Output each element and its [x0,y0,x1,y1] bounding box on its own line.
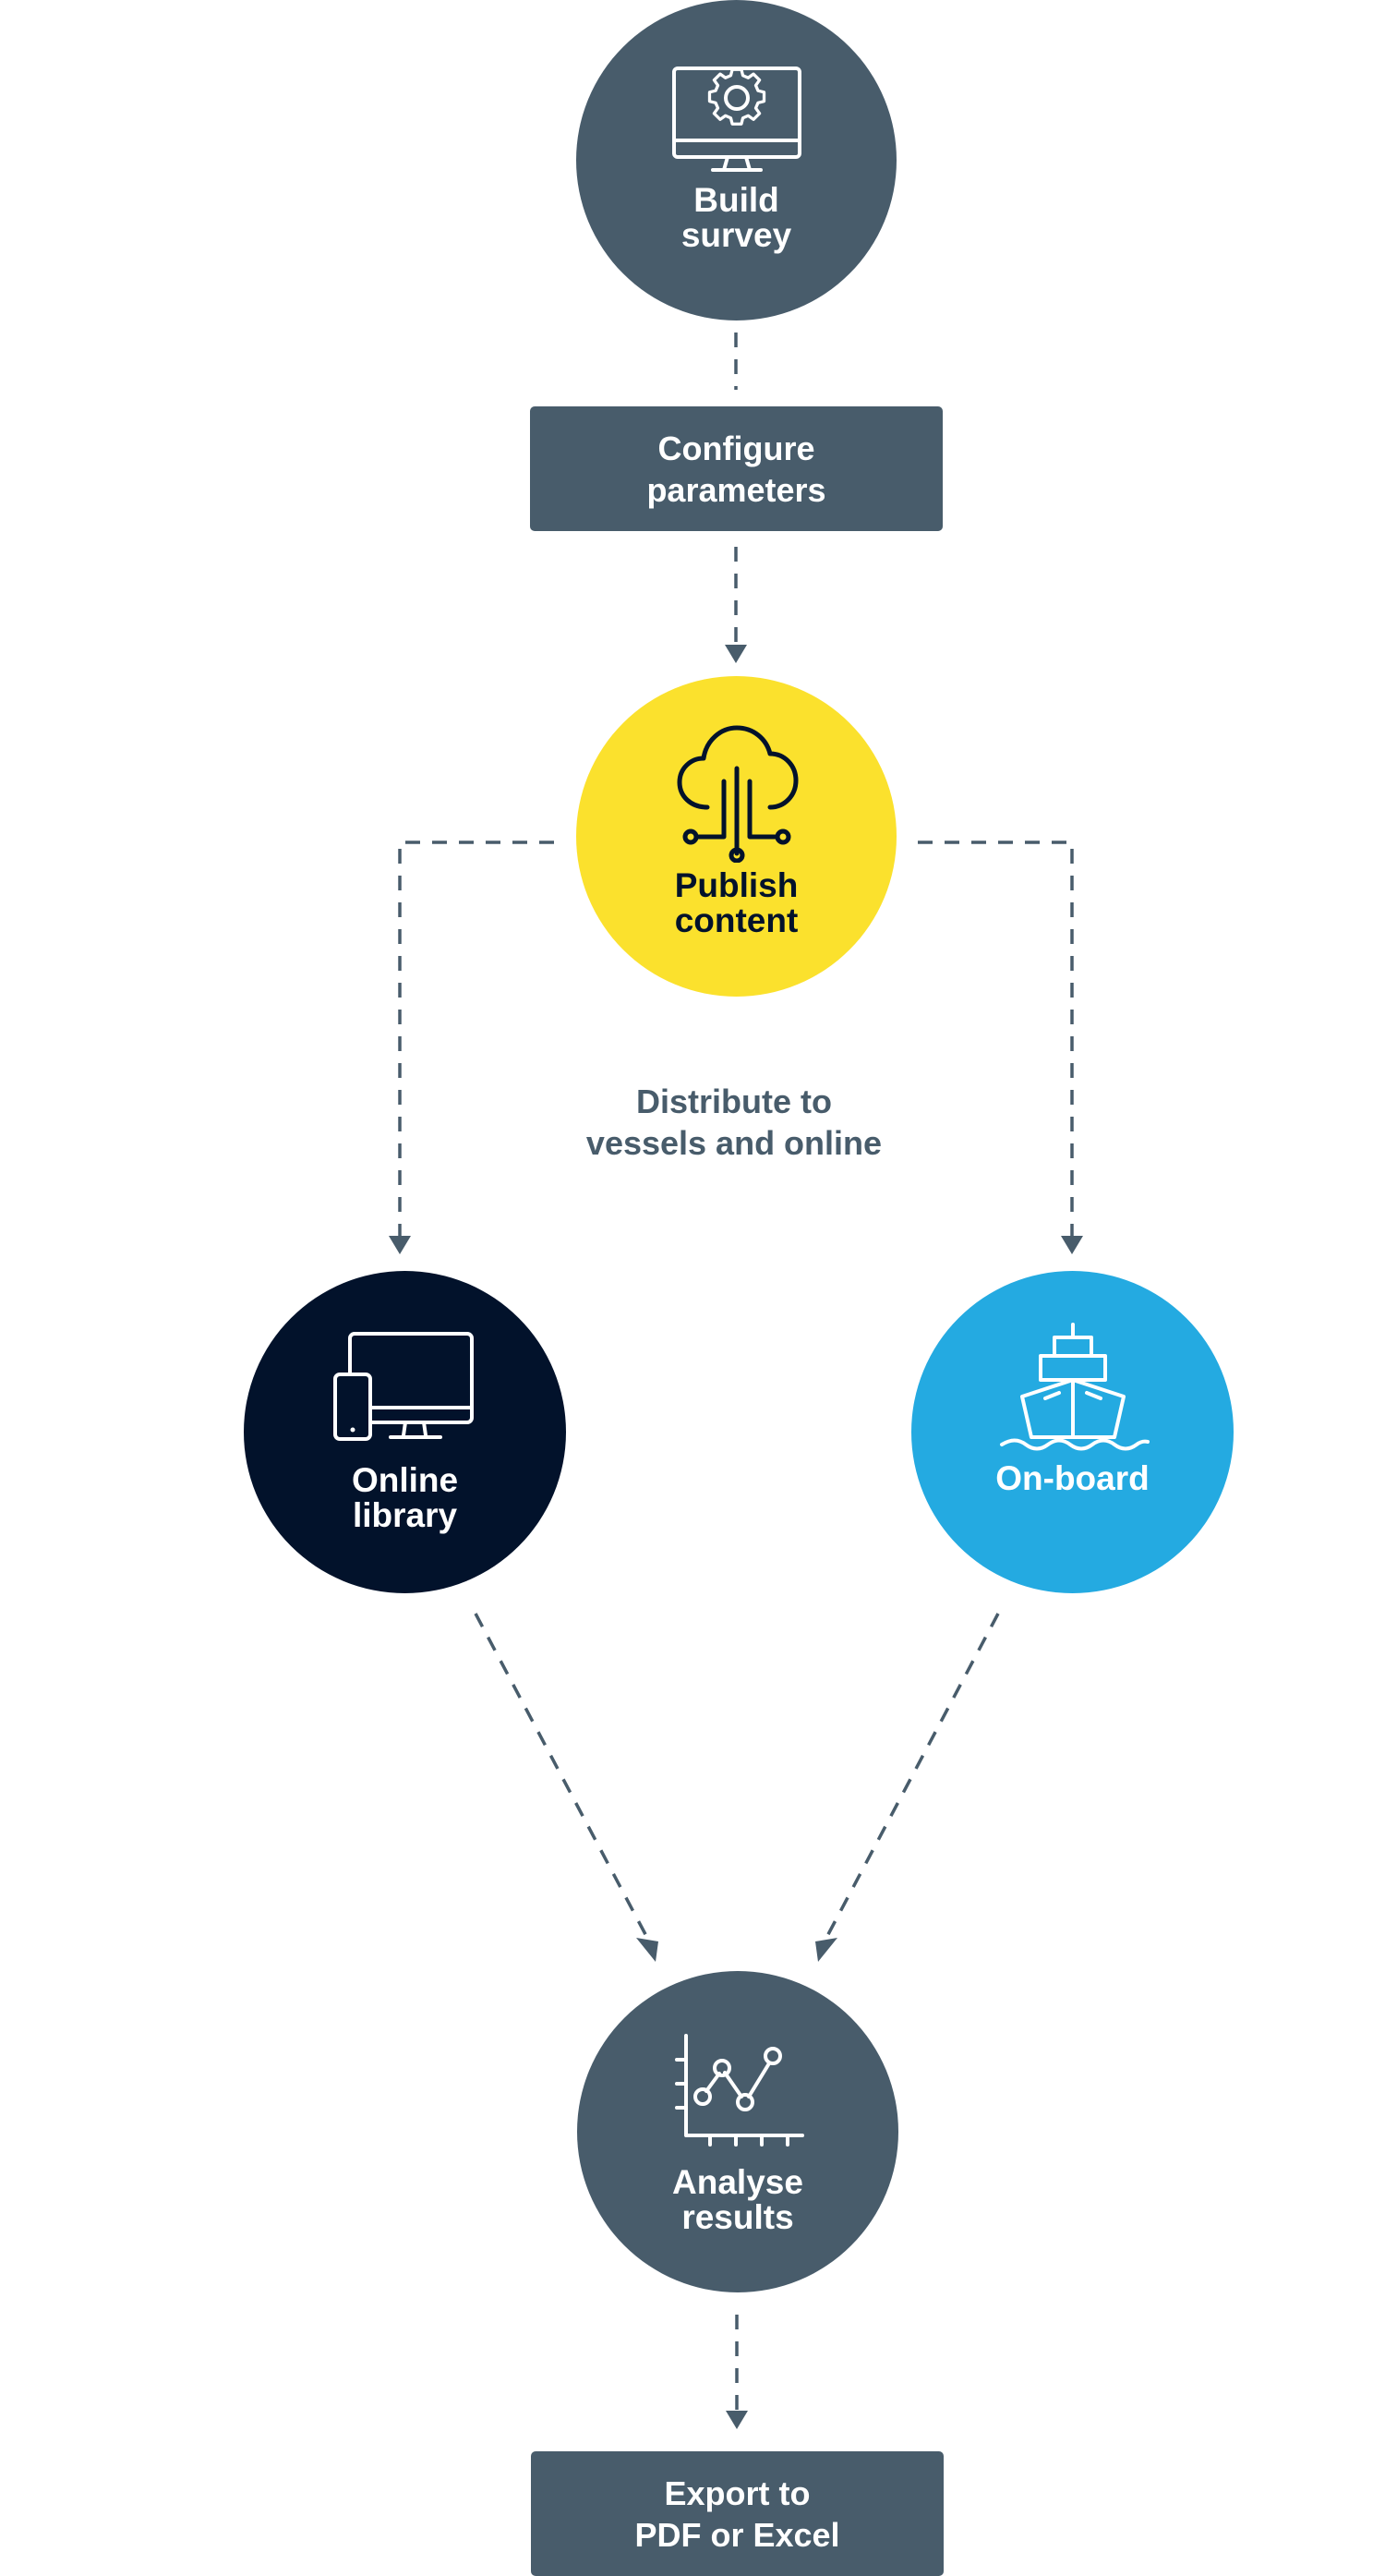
node-export: Export to PDF or Excel [531,2451,944,2576]
node-configure-parameters: Configure parameters [530,406,943,531]
node-analyse-results-label: Analyse results [672,2163,803,2236]
monitor-gear-icon [671,67,801,172]
node-publish-content-label: Publish content [674,866,799,939]
arrowhead-onboard [1061,1236,1083,1254]
connector-publish-to-onboard [918,841,1074,1238]
arrowhead-analyse-right [815,1938,837,1962]
node-export-label: Export to PDF or Excel [634,2473,840,2554]
ship-icon [999,1323,1150,1451]
connector-onboard-to-analyse [825,1613,1000,1939]
connector-online-to-analyse [474,1613,649,1939]
arrowhead-online [389,1236,411,1254]
cloud-circuit-icon [677,725,798,863]
node-online-library-label: Online library [351,1461,459,1534]
node-publish-content: Publish content [576,676,897,997]
line-chart-icon [675,2034,804,2147]
node-build-survey: Build survey [576,0,897,320]
node-on-board-label: On-board [995,1459,1150,1497]
node-analyse-results: Analyse results [577,1971,898,2292]
distribute-caption: Distribute to vessels and online [585,1082,883,1162]
arrowhead-analyse-left [636,1938,658,1962]
node-build-survey-label: Build survey [680,181,792,254]
connector-publish-to-online [398,841,554,1238]
devices-icon [332,1332,474,1441]
arrowhead-export [726,2411,748,2429]
node-online-library: Online library [244,1271,566,1593]
node-on-board: On-board [911,1271,1234,1593]
node-configure-parameters-label: Configure parameters [646,429,826,509]
arrowhead-publish [725,645,747,663]
